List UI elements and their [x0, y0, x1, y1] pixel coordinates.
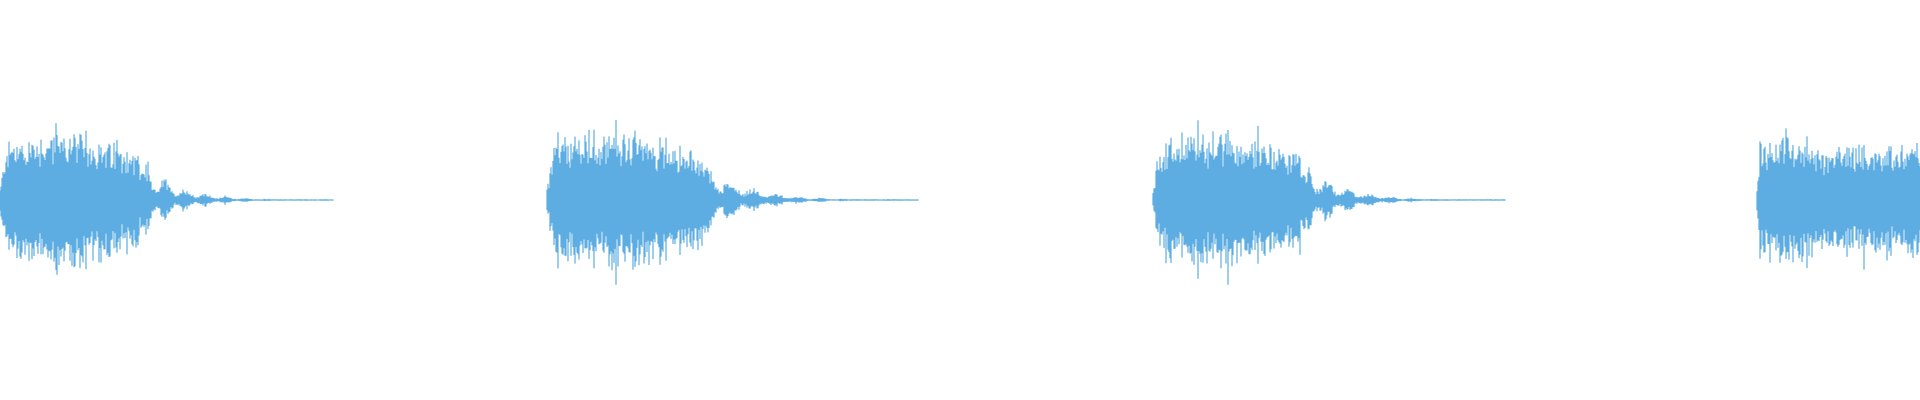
waveform-burst-1-trace [0, 123, 334, 275]
waveform-burst-3-trace [1152, 120, 1506, 285]
waveform-burst-3 [1152, 120, 1506, 285]
waveform-burst-1 [0, 123, 334, 275]
waveform-burst-4 [1756, 128, 1920, 270]
waveform-burst-2 [546, 119, 919, 285]
waveform-burst-4-trace [1756, 128, 1920, 270]
waveform-burst-2-trace [546, 119, 919, 285]
